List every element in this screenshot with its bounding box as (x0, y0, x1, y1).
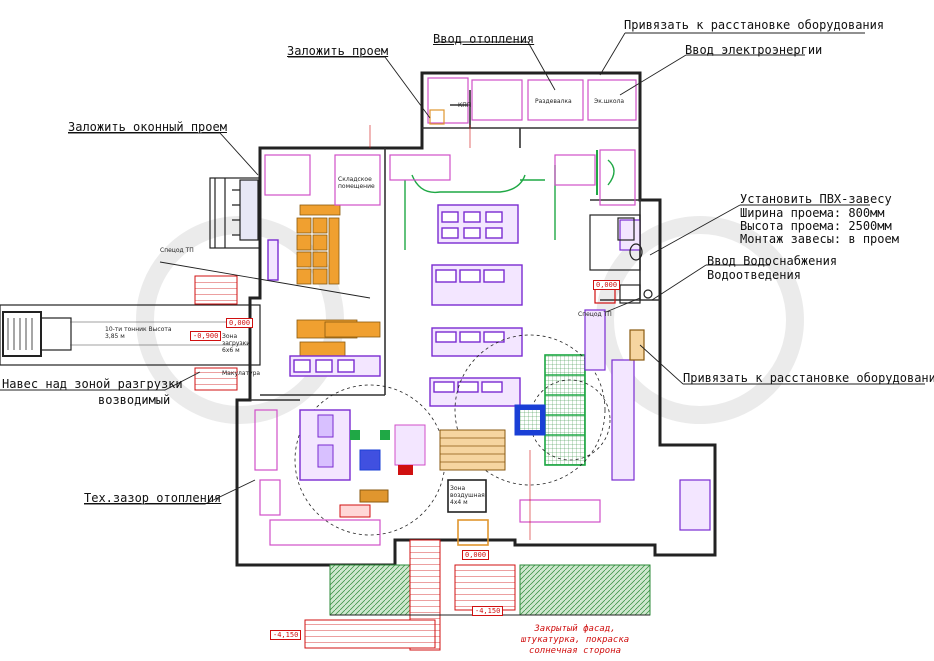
callout-brick-window: Заложить оконный проем (68, 120, 227, 134)
room-label-spec-1: Спецод ТП (160, 247, 194, 254)
room-label-waste-paper: Макулатура (222, 370, 261, 377)
callout-electric-input: Ввод электроэнергии (685, 43, 823, 57)
building-walls (235, 71, 717, 567)
facade-note-line-3: солнечная сторона (528, 646, 622, 656)
callout-canopy-2: возводимый (98, 393, 171, 407)
production-block-left (299, 409, 426, 518)
room-label-air-zone: Зона воздушная 4х4 м (450, 485, 485, 506)
storage-pallets (296, 204, 381, 357)
callout-pvc-curtain-4: Монтаж завесы: в проем (740, 232, 899, 246)
loading-dock (0, 275, 261, 391)
level-marker-dock: 0,000 (226, 318, 254, 328)
facade-note-line-2: штукатурка, покраска (520, 635, 630, 645)
green-equipment (404, 150, 615, 466)
level-marker-entrance: 0,000 (462, 550, 490, 560)
callout-bind-equipment-right: Привязать к расстановке оборудования (683, 371, 934, 385)
callout-pvc-curtain-3: Высота проема: 2500мм (740, 219, 892, 233)
workstations-purple (267, 204, 523, 407)
level-marker-left: -0,900 (190, 331, 222, 341)
level-marker-bottom-left: -4,150 (270, 630, 302, 640)
room-label-warehouse: Складское помещение (338, 176, 375, 190)
facade-note: Закрытый фасад, штукатурка, покраска сол… (520, 624, 630, 657)
right-equipment (584, 219, 711, 531)
callout-heating-input: Ввод отопления (433, 32, 535, 46)
room-label-changing-room: Раздевалка (535, 98, 572, 105)
leader-lines (0, 32, 925, 505)
level-marker-stairs: -4,150 (472, 606, 504, 616)
window-block (209, 177, 261, 249)
room-label-kpp: КПП (458, 102, 472, 109)
callout-canopy-1: Навес над зоной разгрузки (2, 377, 183, 391)
room-label-school: Эк.школа (594, 98, 625, 105)
callout-pvc-curtain-2: Ширина проема: 800мм (740, 206, 885, 220)
entrance-stairs (304, 519, 651, 651)
top-rooms (427, 77, 637, 125)
callout-water-input-1: Ввод Водоснабжения (707, 254, 838, 268)
air-zone (439, 404, 546, 513)
callout-water-input-2: Водоотведения (707, 268, 801, 282)
facade-note-line-1: Закрытый фасад, (534, 624, 616, 634)
room-label-truck: 10-ти тонник Высота 3,85 м (105, 326, 172, 340)
callout-brick-opening: Заложить проем (287, 44, 389, 58)
callout-heating-gap: Тех.зазор отопления (84, 491, 222, 505)
pink-partitions (254, 149, 636, 546)
callout-bind-equipment-top: Привязать к расстановке оборудования (624, 18, 885, 32)
room-label-spec-2: Спецод ТП (578, 311, 612, 318)
level-marker-right: 0,000 (593, 280, 621, 290)
room-label-loading-zone: Зона загрузки 6х6 м (222, 333, 251, 354)
dimension-lines (369, 125, 531, 540)
callout-pvc-curtain-1: Установить ПВХ-завесу (740, 192, 892, 206)
